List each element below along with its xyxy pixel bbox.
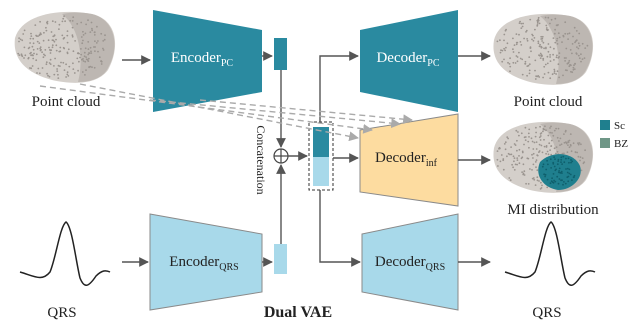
svg-text:Decoderinf: Decoderinf (375, 150, 438, 169)
qrs-input-label: QRS (47, 305, 76, 321)
concatenated-latent (308, 121, 334, 191)
qrs-output-label: QRS (532, 305, 561, 321)
dashed-pc-to-decoder-inf-d (199, 99, 413, 125)
encoder-qrs-sub: QRS (219, 262, 238, 273)
decoder-qrs-block: DecoderQRS (361, 213, 459, 311)
decoder-pc-label: Decoder (376, 50, 427, 66)
latent-pc-vector (274, 38, 287, 70)
point-cloud-input-image (14, 11, 116, 83)
point-cloud-output-image (493, 13, 594, 85)
mi-distribution-image (493, 121, 594, 193)
arrow-latent-to-decoder-pc (319, 51, 359, 122)
decoder-qrs-sub: QRS (426, 262, 445, 273)
qrs-output-waveform (504, 221, 596, 286)
legend: Sc BZ (600, 120, 628, 150)
latent-qrs-vector (274, 244, 287, 274)
encoder-pc-label: Encoder (171, 50, 221, 66)
mi-distribution-label: MI distribution (507, 202, 599, 218)
legend-item-bz: BZ (600, 138, 628, 150)
encoder-qrs-label: Encoder (169, 254, 219, 270)
decoder-pc-sub: PC (427, 58, 440, 69)
encoder-qrs-block: EncoderQRS (149, 213, 263, 311)
point-cloud-input-label: Point cloud (32, 94, 101, 110)
decoder-inf-label: Decoder (375, 150, 426, 166)
point-cloud-output-label: Point cloud (514, 94, 583, 110)
svg-text:DecoderPC: DecoderPC (376, 50, 439, 69)
dashed-pc-to-decoder-inf-a (39, 85, 373, 134)
concatenation-label: Concatenation (254, 125, 268, 194)
legend-label-bz: BZ (614, 138, 628, 150)
decoder-pc-block: DecoderPC (360, 10, 458, 112)
decoder-inf-sub: inf (426, 158, 438, 169)
arrow-latent-to-decoder-qrs (319, 190, 361, 267)
svg-text:EncoderQRS: EncoderQRS (169, 254, 238, 273)
decoder-qrs-label: Decoder (375, 254, 426, 270)
encoder-pc-sub: PC (221, 58, 234, 69)
qrs-input-waveform (19, 221, 111, 286)
decoder-inf-block: Decoderinf (359, 113, 459, 207)
svg-text:DecoderQRS: DecoderQRS (375, 254, 445, 273)
scar-region (538, 154, 581, 190)
dashed-pc-to-decoder-inf-c (149, 99, 401, 129)
legend-item-sc: Sc (600, 120, 625, 132)
encoder-pc-block: EncoderPC (153, 10, 262, 112)
concat-operator (273, 148, 289, 164)
dual-vae-label: Dual VAE (264, 304, 332, 321)
svg-text:EncoderPC: EncoderPC (171, 50, 234, 69)
dashed-pc-to-decoder-inf-b (79, 83, 359, 142)
legend-label-sc: Sc (614, 120, 625, 132)
